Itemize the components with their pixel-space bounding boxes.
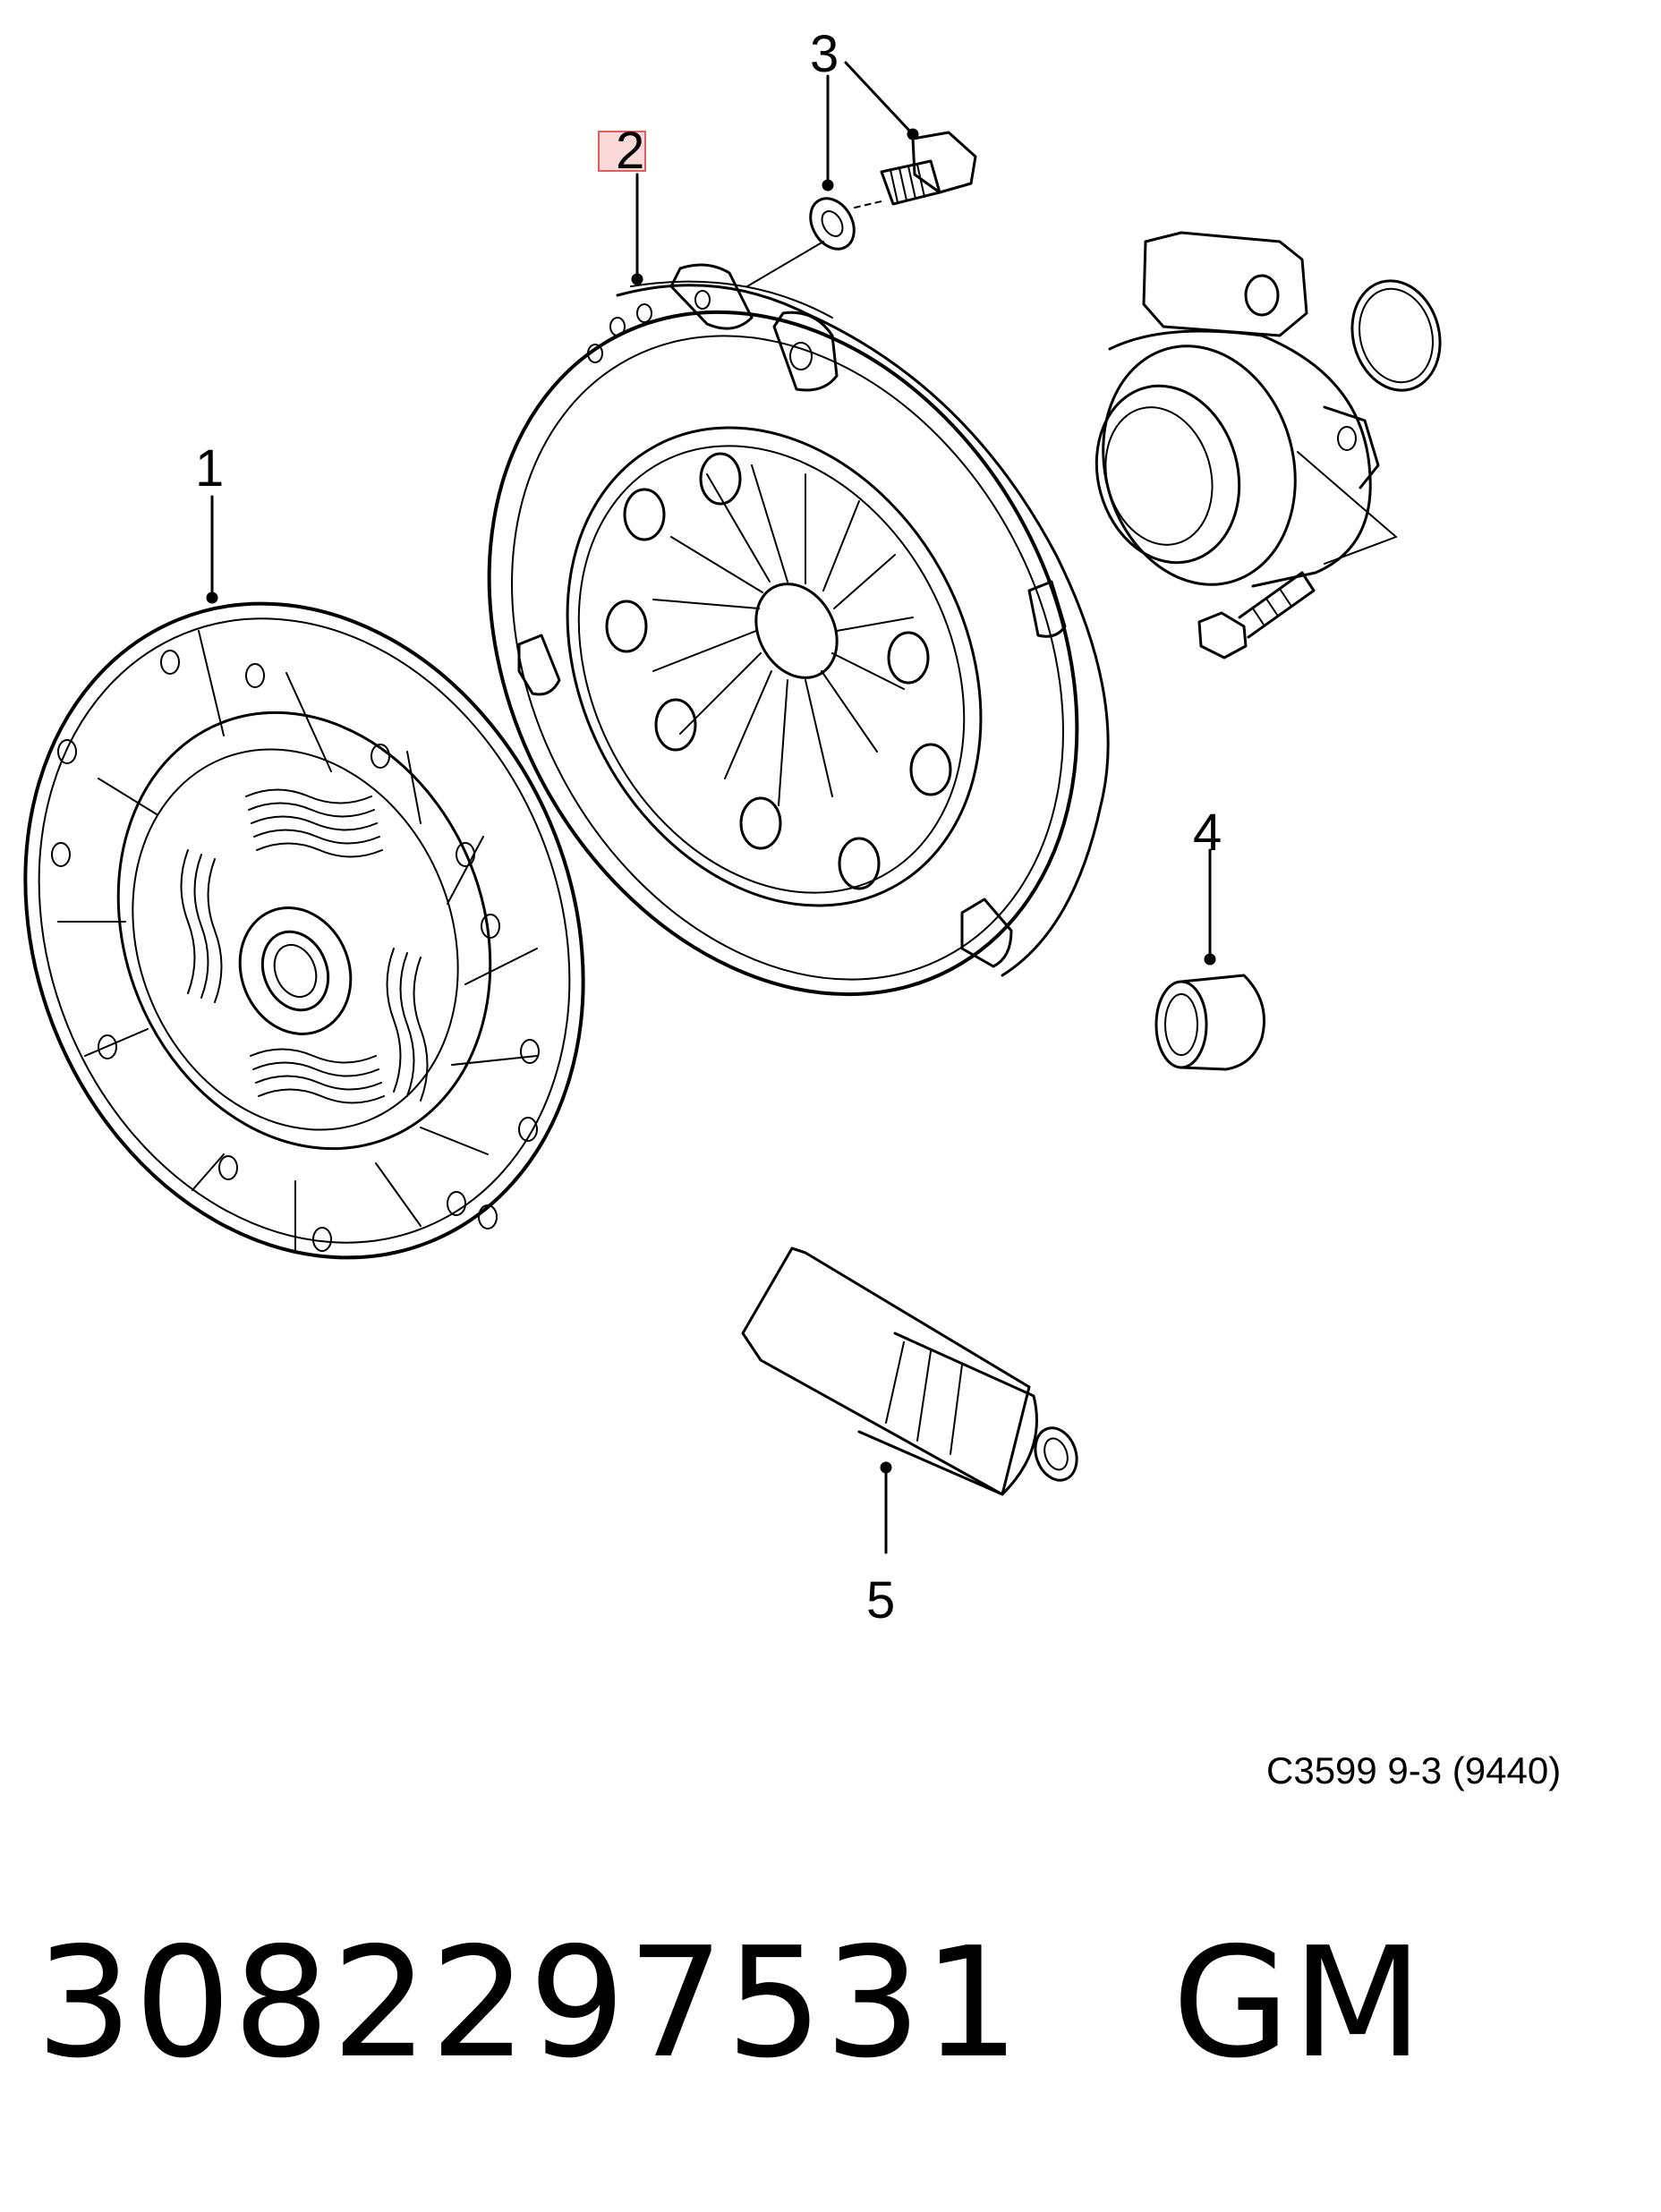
callout-4[interactable]: 4: [1193, 804, 1222, 862]
pressure-plate: [487, 173, 1110, 997]
clutch-disc: [23, 495, 585, 1260]
pilot-bushing: [1154, 848, 1265, 1071]
grease-tube: [741, 1246, 1078, 1554]
callout-5[interactable]: 5: [866, 1571, 896, 1629]
highlight-box-part-2: [598, 131, 646, 172]
brand-label: GM: [1171, 1915, 1426, 2092]
part-number: 3082297531: [36, 1915, 1022, 2092]
release-bearing: [1095, 231, 1442, 659]
callout-2[interactable]: 2: [616, 122, 645, 180]
bolt-and-washer: [809, 61, 977, 251]
callout-1[interactable]: 1: [195, 439, 225, 498]
part-number-line: 3082297531 GM: [36, 1915, 1425, 2092]
diagram-code: C3599 9-3 (9440): [1266, 1749, 1562, 1791]
callout-3[interactable]: 3: [810, 25, 839, 83]
